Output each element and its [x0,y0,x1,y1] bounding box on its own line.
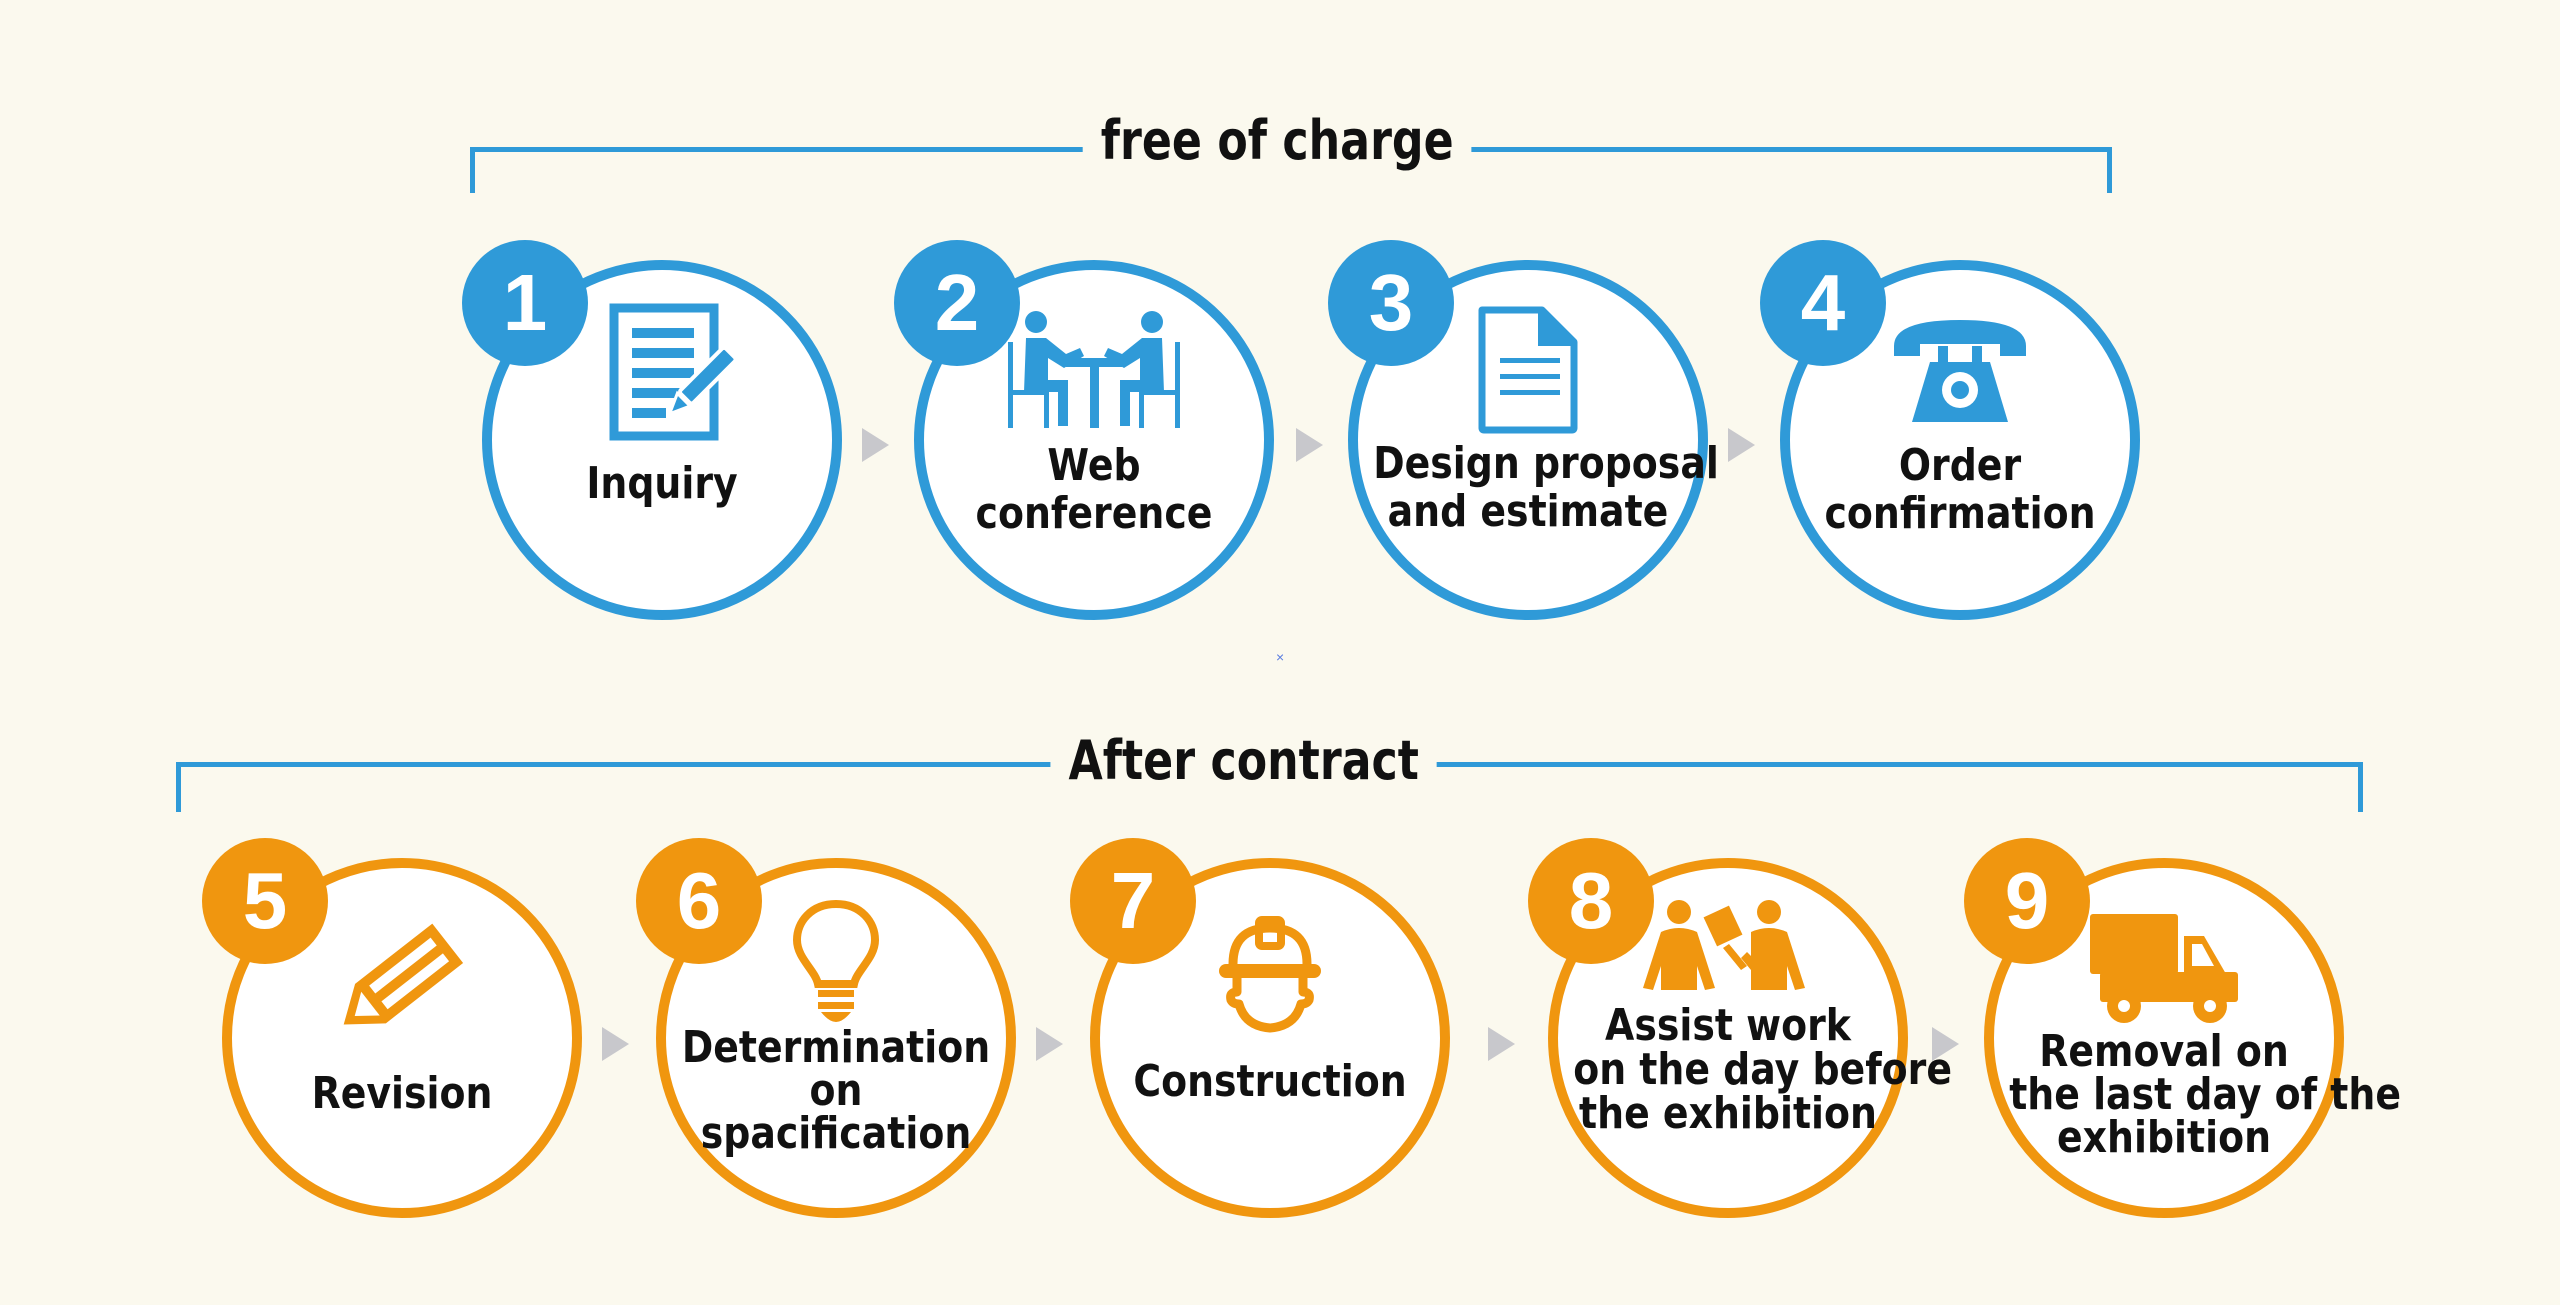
step-number-badge: 2 [894,240,1020,366]
document-pencil-icon [609,303,738,441]
pencil-icon [343,923,464,1025]
next-arrow [1488,1027,1515,1061]
next-arrow [1932,1027,1959,1061]
step-label: Determination on spacification [681,1022,991,1160]
next-arrow [1036,1027,1063,1061]
step-determination: 6 Determination on spacification [636,838,1016,1218]
step-label: Design proposal and estimate [1373,438,1719,537]
step-number-badge: 3 [1328,240,1454,366]
step-label: Assist work on the day before the exhibi… [1573,1000,1953,1139]
next-arrow [1296,428,1323,462]
step-label: Order confirmation [1824,440,2096,539]
step-number-badge: 5 [202,838,328,964]
step-number-badge: 1 [462,240,588,366]
next-arrow [602,1027,629,1061]
step-removal: 9 Removal on the last day of the exhibit… [1964,838,2401,1218]
hard-hat-worker-icon [1219,916,1321,1033]
step-number-badge: 9 [1964,838,2090,964]
step-assist-work: 8 Assist work on the day before the exhi… [1528,838,1953,1218]
step-label: Construction [1133,1056,1407,1107]
step-number-badge: 8 [1528,838,1654,964]
assisting-people-icon [1643,900,1805,990]
telephone-icon [1894,320,2026,422]
step-number-badge: 7 [1070,838,1196,964]
after-contract-title: After contract [1050,734,1437,788]
document-icon [1478,306,1578,434]
step-number-badge: 4 [1760,240,1886,366]
step-inquiry: 1 Inquiry [462,240,842,620]
step-construction: 7 Construction [1070,838,1450,1218]
step-label: Revision [311,1068,493,1119]
step-label: Removal on the last day of the exhibitio… [2009,1026,2401,1164]
step-label: Inquiry [586,458,738,509]
step-label: Web conference [975,440,1213,539]
step-order-confirmation: 4 Order confirmation [1760,240,2140,620]
step-design-proposal: 3 Design proposal and estimate [1328,240,1719,620]
next-arrow [1728,428,1755,462]
step-number-badge: 6 [636,838,762,964]
cursor-marker: × [1276,649,1285,665]
meeting-people-icon [1008,311,1180,428]
next-arrow [862,428,889,462]
truck-icon [2090,914,2238,1023]
free-of-charge-title: free of charge [1082,114,1472,168]
step-web-conference: 2 Web conference [894,240,1274,620]
lightbulb-icon [792,899,880,1022]
step-revision: 5 Revision [202,838,582,1218]
